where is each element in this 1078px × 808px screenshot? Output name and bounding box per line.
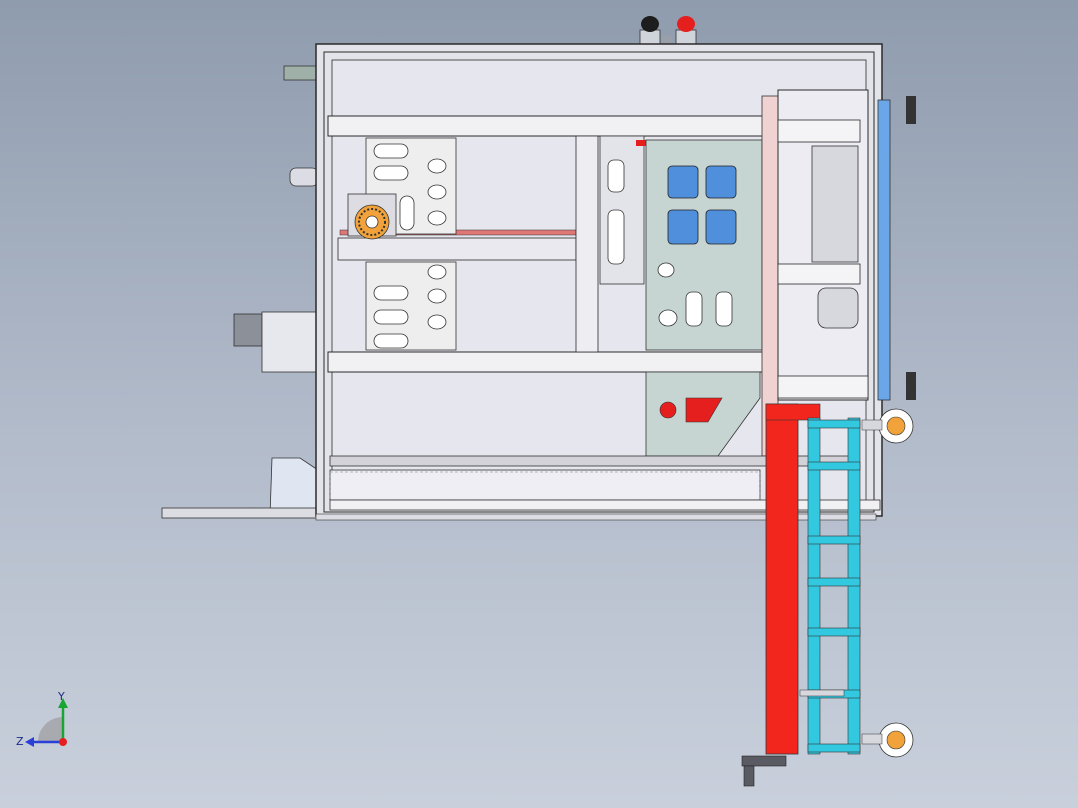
right-column[interactable] [761, 89, 916, 457]
red-conveyor-arm[interactable] [741, 403, 821, 787]
coordinate-triad-icon: Y Z [16, 690, 68, 748]
mesh-guard [315, 455, 881, 521]
z-axis-label: Z [16, 735, 24, 748]
signal-lamps [639, 16, 697, 45]
drive-gear [347, 193, 397, 240]
carriage-plate[interactable] [599, 135, 763, 457]
cyan-ladder-frame[interactable] [799, 417, 861, 755]
y-axis-label: Y [57, 690, 65, 703]
caster-wheels [861, 408, 914, 758]
left-attachments [161, 65, 323, 519]
